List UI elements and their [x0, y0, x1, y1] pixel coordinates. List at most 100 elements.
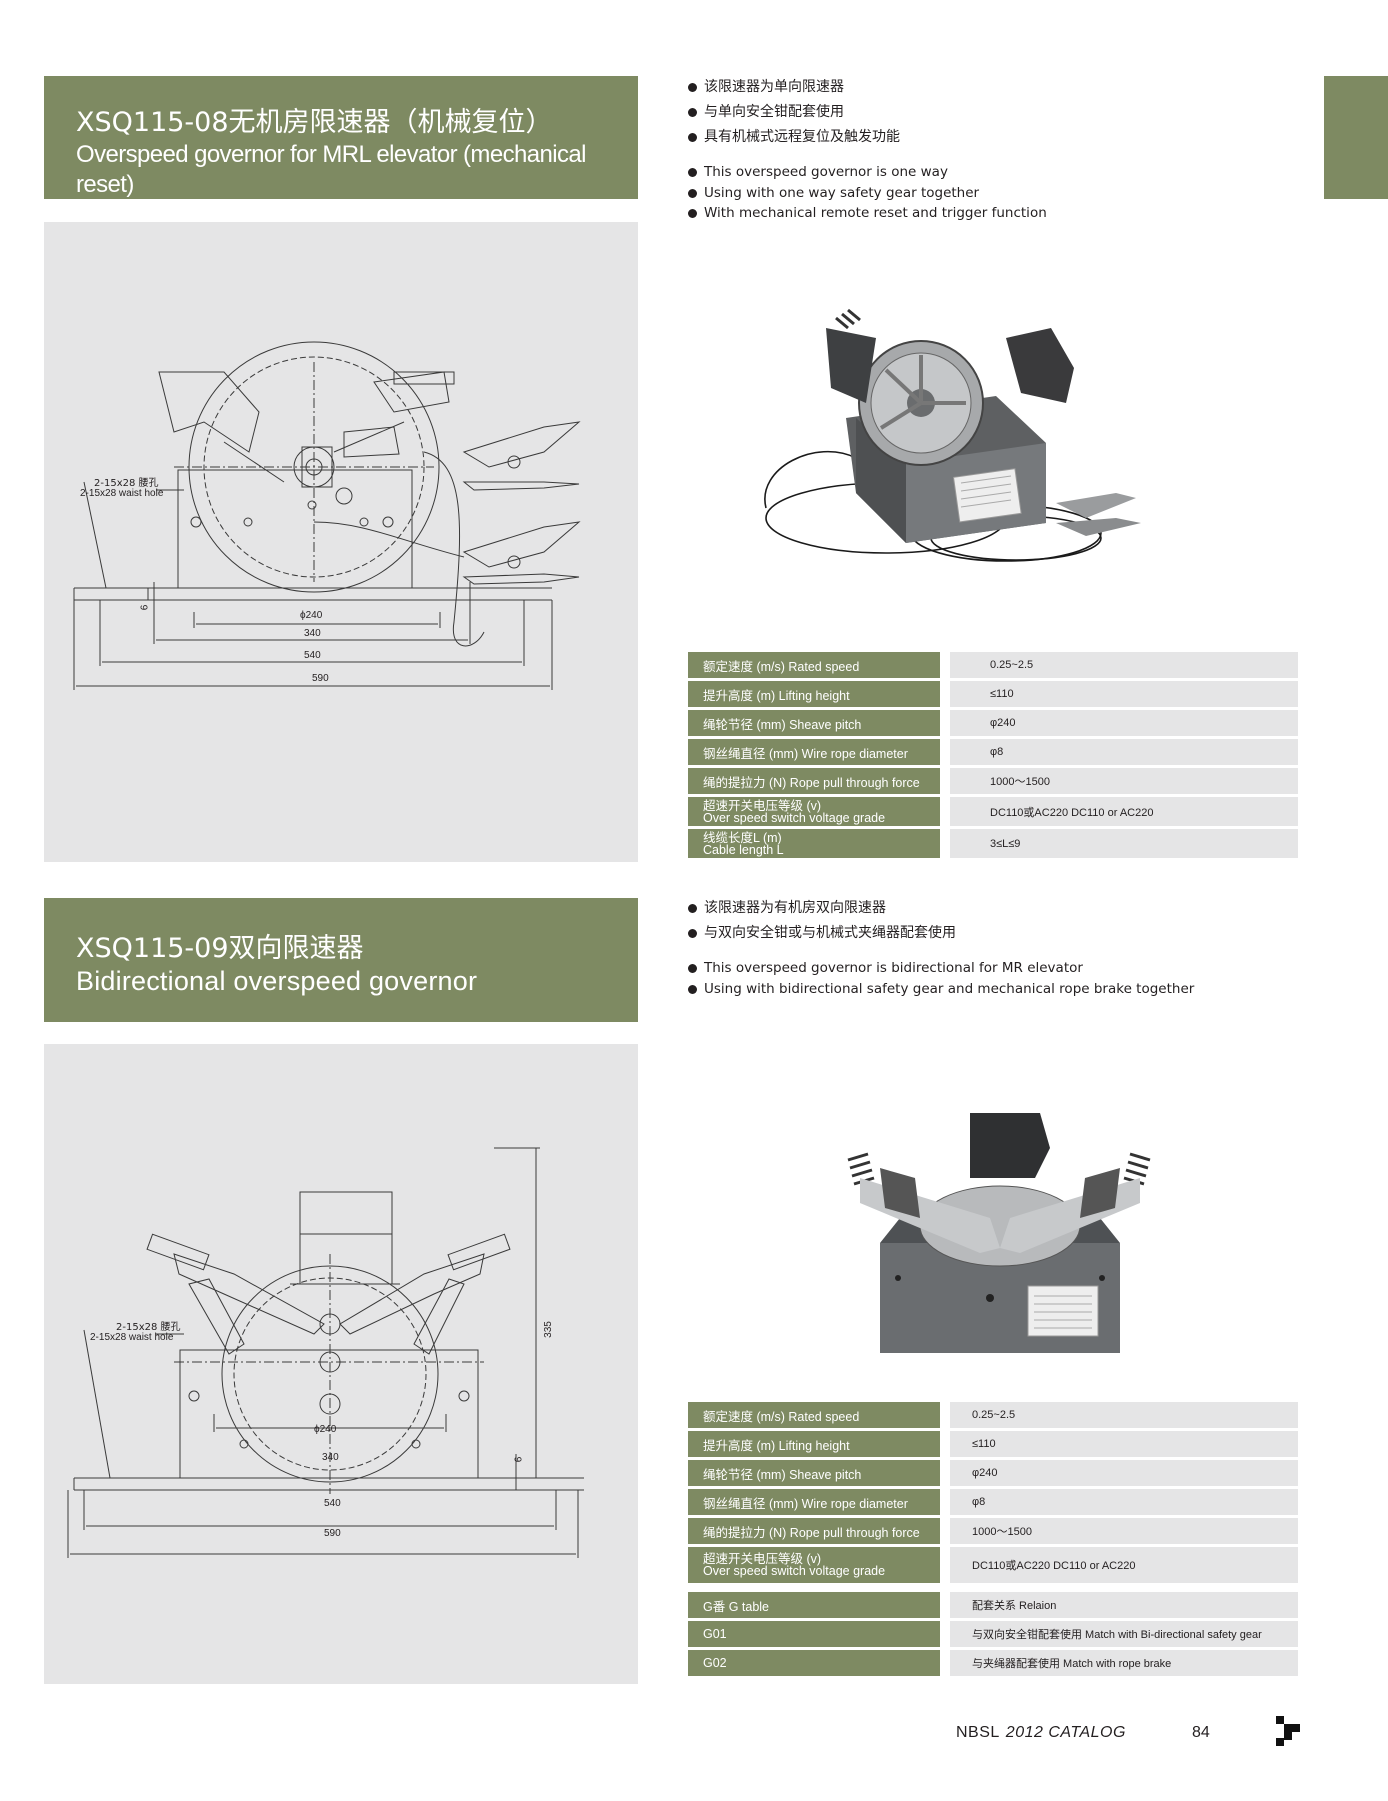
bullet-item: 与双向安全钳或与机械式夹绳器配套使用 — [686, 921, 956, 946]
bullet-item: Using with bidirectional safety gear and… — [686, 979, 1194, 1000]
dim-540: 540 — [324, 1498, 341, 1509]
bullet-item: 该限速器为有机房双向限速器 — [686, 896, 956, 921]
spec-label: 提升高度 (m) Lifting height — [688, 1431, 940, 1457]
footer-catalog-label: NBSL 2012 CATALOG — [956, 1724, 1126, 1742]
g-table-value: 与双向安全钳配套使用 Match with Bi-directional saf… — [950, 1621, 1298, 1647]
section1-spec-table: 额定速度 (m/s) Rated speed 0.25~2.5 提升高度 (m)… — [688, 652, 1298, 862]
spec-value: φ8 — [950, 1489, 1298, 1515]
spec-value: 0.25~2.5 — [950, 1402, 1298, 1428]
hole-label-en: 2-15x28 waist hole — [80, 488, 164, 499]
dim-340: 340 — [322, 1452, 339, 1463]
hole-label-cn: 2-15x28 腰孔 — [116, 1322, 181, 1333]
table-row: 线缆长度L (m) Cable length L 3≤L≤9 — [688, 829, 1298, 858]
table-row: G02 与夹绳器配套使用 Match with rope brake — [688, 1650, 1298, 1676]
dim-590: 590 — [312, 673, 329, 684]
spec-label: 线缆长度L (m) Cable length L — [688, 829, 940, 858]
dim-thickness: 6 — [513, 1456, 525, 1463]
hole-label-cn: 2-15x28 腰孔 — [94, 478, 159, 489]
footer-brand: NBSL — [956, 1724, 1000, 1741]
spec-value: DC110或AC220 DC110 or AC220 — [950, 797, 1298, 826]
section2-bullets-cn: 该限速器为有机房双向限速器 与双向安全钳或与机械式夹绳器配套使用 — [686, 896, 956, 946]
section2-technical-drawing: 2-15x28 腰孔 2-15x28 waist hole 335 6 ϕ240… — [44, 1044, 638, 1684]
spec-label: 钢丝绳直径 (mm) Wire rope diameter — [688, 1489, 940, 1515]
spec-value: ≤110 — [950, 681, 1298, 707]
spec-value: φ8 — [950, 739, 1298, 765]
spec-label-cn: 线缆长度L (m) — [703, 830, 782, 845]
section2-title-box: XSQ115-09双向限速器 Bidirectional overspeed g… — [44, 898, 638, 1022]
spec-label: 额定速度 (m/s) Rated speed — [688, 1402, 940, 1428]
spec-value: ≤110 — [950, 1431, 1298, 1457]
spec-label-en: Over speed switch voltage grade — [703, 810, 886, 825]
section1-title-box: XSQ115-08无机房限速器（机械复位） Overspeed governor… — [44, 76, 638, 199]
spec-label-cn: 超速开关电压等级 (v) — [703, 798, 822, 813]
spec-value: DC110或AC220 DC110 or AC220 — [950, 1547, 1298, 1583]
spec-value: φ240 — [950, 710, 1298, 736]
bullet-item: With mechanical remote reset and trigger… — [686, 203, 1047, 224]
dim-540: 540 — [304, 650, 321, 661]
section2-title-en: Bidirectional overspeed governor — [76, 966, 478, 996]
table-row: 额定速度 (m/s) Rated speed 0.25~2.5 — [688, 652, 1298, 678]
bullet-item: Using with one way safety gear together — [686, 183, 1047, 204]
bullet-item: 该限速器为单向限速器 — [686, 75, 900, 100]
spec-value: 0.25~2.5 — [950, 652, 1298, 678]
section2-spec-table: 额定速度 (m/s) Rated speed 0.25~2.5 提升高度 (m)… — [688, 1402, 1298, 1684]
g-table-label: G02 — [688, 1650, 940, 1676]
section1-bullets-en: This overspeed governor is one way Using… — [686, 162, 1047, 224]
spec-value: 1000～1500 — [950, 768, 1298, 794]
section1-bullets-cn: 该限速器为单向限速器 与单向安全钳配套使用 具有机械式远程复位及触发功能 — [686, 75, 900, 150]
table-row: 超速开关电压等级 (v) Over speed switch voltage g… — [688, 1547, 1298, 1583]
table-row: 额定速度 (m/s) Rated speed 0.25~2.5 — [688, 1402, 1298, 1428]
section2-bullets-en: This overspeed governor is bidirectional… — [686, 958, 1194, 999]
dim-590: 590 — [324, 1528, 341, 1539]
g-table-label: G01 — [688, 1621, 940, 1647]
spec-label-cn: 超速开关电压等级 (v) — [703, 1552, 822, 1566]
dim-height: 335 — [542, 1321, 554, 1338]
spec-label: 绳轮节径 (mm) Sheave pitch — [688, 710, 940, 736]
bullet-item: 具有机械式远程复位及触发功能 — [686, 125, 900, 150]
dim-340: 340 — [304, 628, 321, 639]
table-row: 提升高度 (m) Lifting height ≤110 — [688, 681, 1298, 707]
side-tab — [1324, 76, 1388, 199]
spec-label-en: Cable length L — [703, 842, 784, 857]
spec-label: 额定速度 (m/s) Rated speed — [688, 652, 940, 678]
brand-logo-icon — [1276, 1716, 1300, 1746]
spec-label: 绳的提拉力 (N) Rope pull through force — [688, 768, 940, 794]
g-table-label: G番 G table — [688, 1592, 940, 1618]
spec-label: 超速开关电压等级 (v) Over speed switch voltage g… — [688, 1547, 940, 1583]
table-row: 钢丝绳直径 (mm) Wire rope diameter φ8 — [688, 1489, 1298, 1515]
section1-title-en: Overspeed governor for MRL elevator (mec… — [76, 141, 586, 198]
section1-product-photo — [764, 308, 1141, 562]
section1-title-cn: XSQ115-08无机房限速器（机械复位） — [76, 107, 553, 138]
spec-label: 超速开关电压等级 (v) Over speed switch voltage g… — [688, 797, 940, 826]
section1-technical-drawing: 2-15x28 腰孔 2-15x28 waist hole 6 ϕ240 340… — [44, 222, 638, 862]
table-row: 提升高度 (m) Lifting height ≤110 — [688, 1431, 1298, 1457]
bullet-item: 与单向安全钳配套使用 — [686, 100, 900, 125]
dim-thickness: 6 — [139, 604, 151, 611]
spec-label-en: Over speed switch voltage grade — [703, 1564, 886, 1578]
section2-title-cn: XSQ115-09双向限速器 — [76, 933, 364, 964]
section2-product-photo — [847, 1113, 1151, 1353]
table-row: G01 与双向安全钳配套使用 Match with Bi-directional… — [688, 1621, 1298, 1647]
g-table-value: 配套关系 Relaion — [950, 1592, 1298, 1618]
table-row: G番 G table 配套关系 Relaion — [688, 1592, 1298, 1618]
g-table-value: 与夹绳器配套使用 Match with rope brake — [950, 1650, 1298, 1676]
dim-diameter: ϕ240 — [300, 610, 323, 621]
dim-diameter: ϕ240 — [314, 1424, 337, 1435]
table-row: 绳轮节径 (mm) Sheave pitch φ240 — [688, 1460, 1298, 1486]
spec-label: 钢丝绳直径 (mm) Wire rope diameter — [688, 739, 940, 765]
footer-catalog: 2012 CATALOG — [1005, 1724, 1126, 1741]
table-row: 钢丝绳直径 (mm) Wire rope diameter φ8 — [688, 739, 1298, 765]
table-row: 绳的提拉力 (N) Rope pull through force 1000～1… — [688, 768, 1298, 794]
spec-label: 绳的提拉力 (N) Rope pull through force — [688, 1518, 940, 1544]
bullet-item: This overspeed governor is one way — [686, 162, 1047, 183]
spec-value: 3≤L≤9 — [950, 829, 1298, 858]
table-row: 绳轮节径 (mm) Sheave pitch φ240 — [688, 710, 1298, 736]
table-row: 绳的提拉力 (N) Rope pull through force 1000～1… — [688, 1518, 1298, 1544]
spec-value: 1000～1500 — [950, 1518, 1298, 1544]
spec-label: 绳轮节径 (mm) Sheave pitch — [688, 1460, 940, 1486]
table-row: 超速开关电压等级 (v) Over speed switch voltage g… — [688, 797, 1298, 826]
hole-label-en: 2-15x28 waist hole — [90, 1332, 174, 1343]
spec-value: φ240 — [950, 1460, 1298, 1486]
bullet-item: This overspeed governor is bidirectional… — [686, 958, 1194, 979]
spec-label: 提升高度 (m) Lifting height — [688, 681, 940, 707]
